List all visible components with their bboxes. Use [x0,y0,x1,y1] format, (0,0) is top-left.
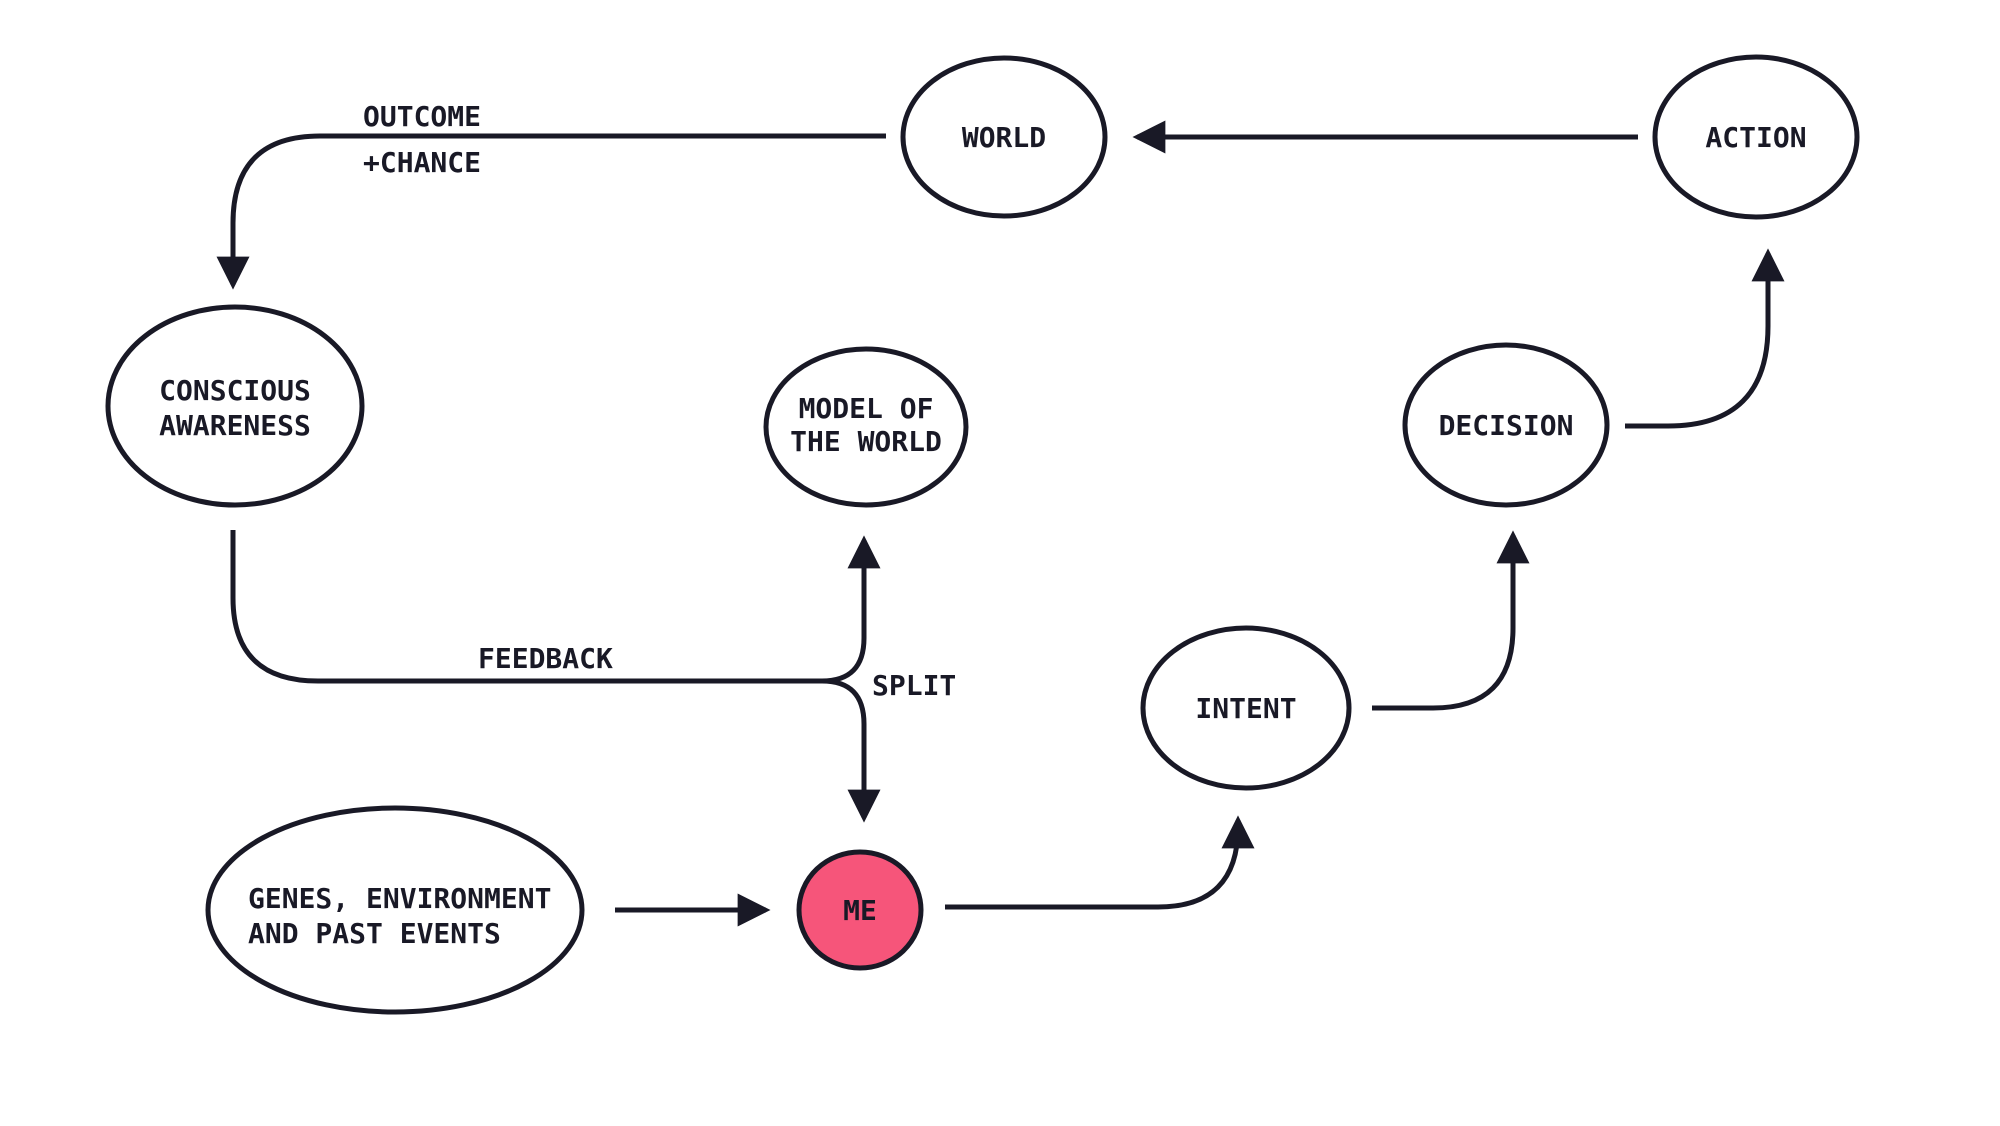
decision-label: DECISION [1439,409,1574,442]
decision-ellipse [1402,342,1610,508]
edge-conscious-awareness-to-split [230,530,822,684]
node-action: ACTION [1652,54,1860,220]
edge-decision-to-action [1625,248,1785,429]
world-label: WORLD [962,121,1046,154]
me-ellipse [796,849,924,971]
genes-label-line1: GENES, ENVIRONMENT [248,882,551,915]
edge-split-to-model-of-the-world [821,535,881,684]
edge-label-chance: +CHANCE [363,146,481,179]
node-model-of-the-world: MODEL OF THE WORLD [763,346,969,508]
conscious-awareness-label-line2: AWARENESS [159,409,311,442]
intent-label: INTENT [1195,692,1296,725]
me-label: ME [843,894,877,927]
world-ellipse [900,55,1108,219]
edge-label-outcome: OUTCOME [363,100,481,133]
genes-label-line2: AND PAST EVENTS [248,917,501,950]
action-label: ACTION [1705,121,1806,154]
edge-me-to-intent [945,815,1255,910]
edge-label-feedback: FEEDBACK [478,642,613,675]
node-decision: DECISION [1402,342,1610,508]
model-of-the-world-label-line2: THE WORLD [790,425,942,458]
node-conscious-awareness: CONSCIOUS AWARENESS [105,304,365,508]
edge-label-split: SPLIT [872,669,956,702]
genes-ellipse [205,805,585,1015]
conscious-awareness-ellipse [105,304,365,508]
edge-world-to-conscious-awareness [216,133,886,290]
node-world: WORLD [900,55,1108,219]
node-me: ME [796,849,924,971]
conscious-awareness-label-line1: CONSCIOUS [159,374,311,407]
intent-ellipse [1140,625,1352,791]
model-of-the-world-label-line1: MODEL OF [799,392,934,425]
node-intent: INTENT [1140,625,1352,791]
edge-split-to-me [821,678,881,823]
edge-intent-to-decision [1372,530,1530,711]
model-of-the-world-ellipse [763,346,969,508]
action-ellipse [1652,54,1860,220]
node-genes-environment-past-events: GENES, ENVIRONMENT AND PAST EVENTS [205,805,585,1015]
